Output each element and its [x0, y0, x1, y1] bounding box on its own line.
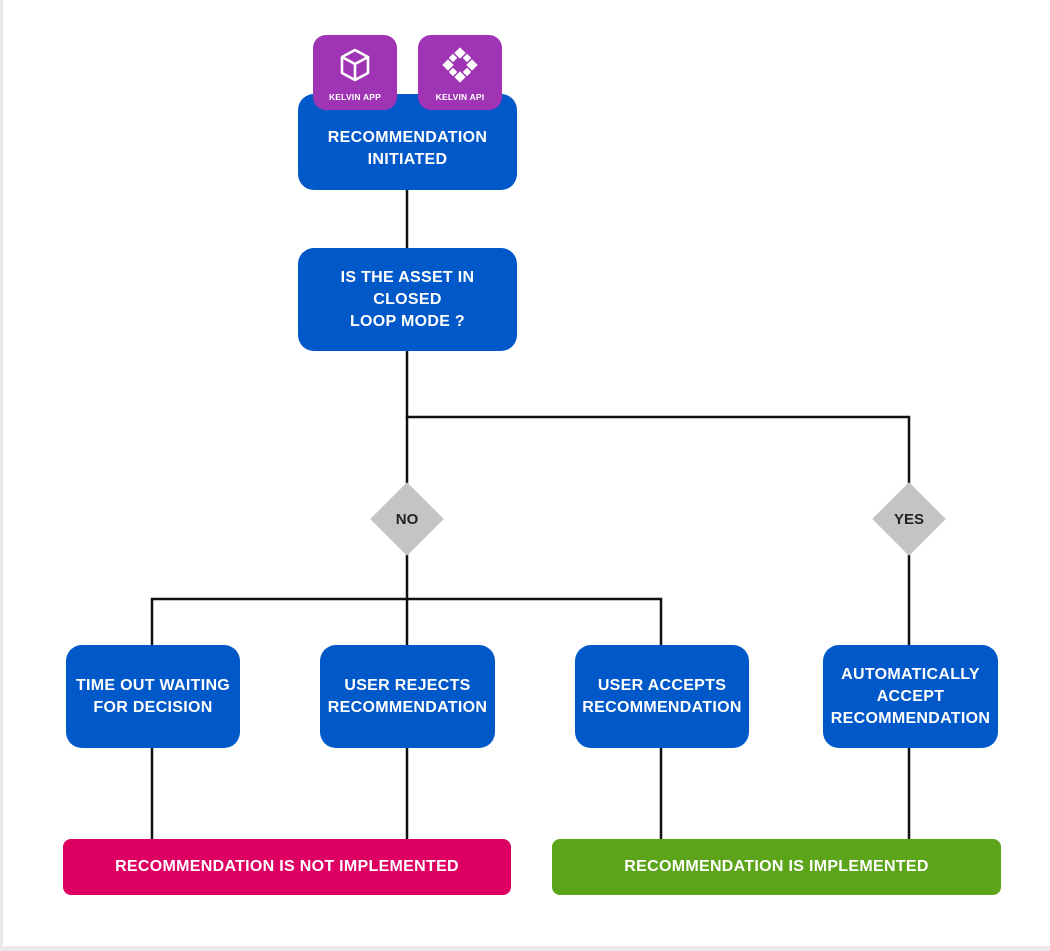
- node-label: IS THE ASSET IN CLOSED LOOP MODE ?: [340, 268, 475, 330]
- decision-no-label: NO: [395, 511, 419, 528]
- node-closed-loop-question: IS THE ASSET IN CLOSED LOOP MODE ?: [298, 248, 517, 351]
- api-diamond-icon: [442, 47, 478, 83]
- connector-question-yes: [405, 415, 911, 487]
- outcome-implemented: RECOMMENDATION IS IMPLEMENTED: [552, 839, 1001, 895]
- node-automatically-accept: AUTOMATICALLY ACCEPT RECOMMENDATION: [823, 645, 998, 748]
- kelvin-api-badge: KELVIN API: [418, 35, 502, 110]
- frame-bottom-edge: [0, 946, 1050, 951]
- node-label: USER ACCEPTS RECOMMENDATION: [582, 676, 742, 716]
- node-timeout-waiting: TIME OUT WAITING FOR DECISION: [66, 645, 240, 748]
- node-label: USER REJECTS RECOMMENDATION: [327, 676, 488, 716]
- node-user-rejects: USER REJECTS RECOMMENDATION: [320, 645, 495, 748]
- outcome-label: RECOMMENDATION IS NOT IMPLEMENTED: [115, 858, 459, 875]
- decision-yes-label: YES: [893, 511, 924, 528]
- kelvin-app-label: KELVIN APP: [328, 92, 382, 102]
- node-recommendation-initiated: RECOMMENDATION INITIATED: [298, 94, 517, 190]
- node-label: AUTOMATICALLY ACCEPT RECOMMENDATION: [830, 665, 991, 727]
- kelvin-app-badge: KELVIN APP: [313, 35, 397, 110]
- connector-no-branches: [150, 597, 663, 647]
- kelvin-api-label: KELVIN API: [435, 92, 485, 102]
- outcome-not-implemented: RECOMMENDATION IS NOT IMPLEMENTED: [63, 839, 511, 895]
- node-label: RECOMMENDATION INITIATED: [327, 129, 488, 168]
- outcome-label: RECOMMENDATION IS IMPLEMENTED: [624, 858, 929, 875]
- cube-icon: [340, 48, 370, 82]
- node-label: TIME OUT WAITING FOR DECISION: [75, 676, 231, 716]
- node-user-accepts: USER ACCEPTS RECOMMENDATION: [575, 645, 749, 748]
- frame-left-edge: [0, 0, 3, 951]
